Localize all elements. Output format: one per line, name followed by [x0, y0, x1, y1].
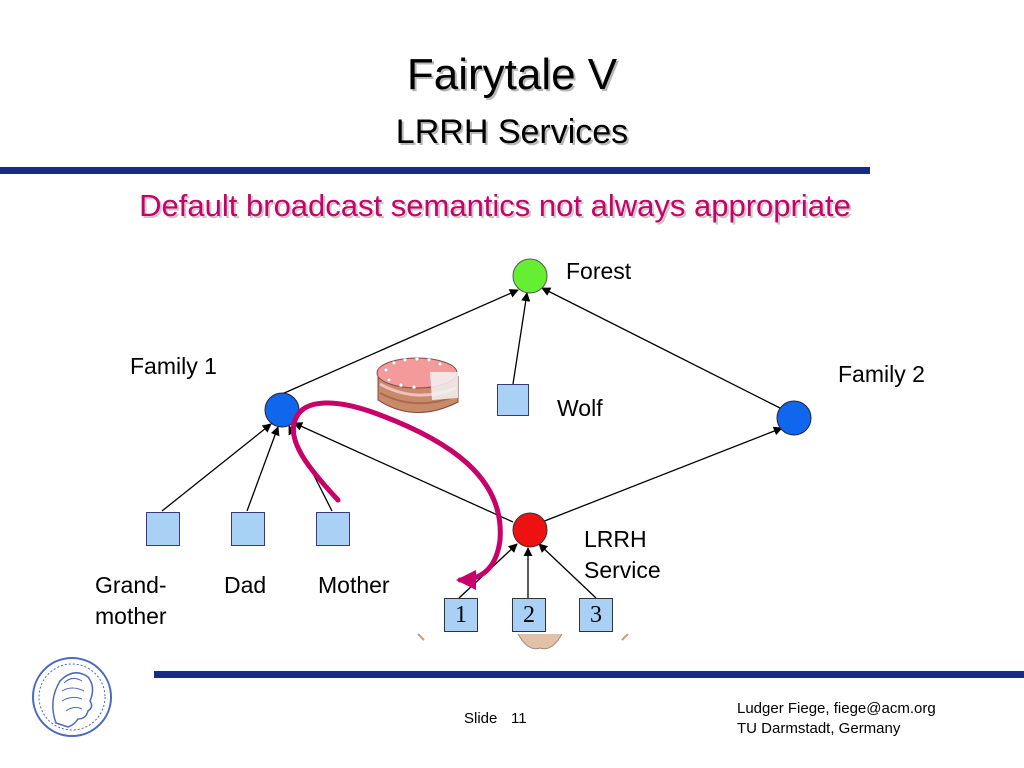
edge-grandmother-family1	[161, 423, 272, 512]
edge-family2-forest	[541, 287, 781, 409]
edge-s3-lrrh	[538, 543, 597, 599]
lrrh-label-line2: Service	[584, 557, 661, 583]
edge-wolf-forest	[512, 292, 531, 385]
mother-node	[316, 512, 350, 546]
edge-family1-forest	[281, 289, 519, 395]
service-box-3: 3	[579, 598, 613, 632]
edge-lrrh-family2	[541, 426, 783, 523]
forest-node	[512, 258, 548, 294]
forest-label: Forest	[566, 258, 632, 284]
service-box-1: 1	[444, 598, 478, 632]
slide-label: Slide	[464, 710, 498, 727]
redirect-curve-arrow	[290, 400, 503, 590]
mother-label: Mother	[318, 572, 390, 598]
wolf-label: Wolf	[557, 395, 603, 421]
edge-dad-family1	[246, 426, 280, 512]
family2-node	[776, 400, 812, 436]
cake-icon	[376, 356, 459, 413]
lrrh-node	[512, 512, 548, 548]
service-box-2: 2	[512, 598, 546, 632]
grandmother-label-line1: Grand-	[95, 572, 167, 598]
dad-node	[231, 512, 265, 546]
slide-subtitle: LRRH Services	[395, 113, 629, 151]
family1-label: Family 1	[130, 353, 217, 379]
bottom-divider	[154, 671, 1024, 678]
slide-number: 11	[511, 710, 527, 727]
wolf-node	[497, 384, 529, 416]
partial-figure-icon	[417, 633, 629, 650]
grandmother-label-line2: mother	[95, 603, 167, 629]
grandmother-node	[146, 512, 180, 546]
slide-title: Fairytale V	[406, 50, 618, 99]
family2-label: Family 2	[838, 361, 925, 387]
top-divider	[0, 167, 870, 174]
edge-lrrh-family1	[293, 422, 514, 523]
tu-darmstadt-logo	[32, 657, 112, 737]
author-line: Ludger Fiege, fiege@acm.org	[737, 700, 936, 717]
dad-label: Dad	[224, 572, 267, 598]
slide-heading: Default broadcast semantics not always a…	[139, 188, 851, 223]
lrrh-label-line1: LRRH	[584, 526, 647, 552]
affiliation-line: TU Darmstadt, Germany	[737, 720, 901, 737]
